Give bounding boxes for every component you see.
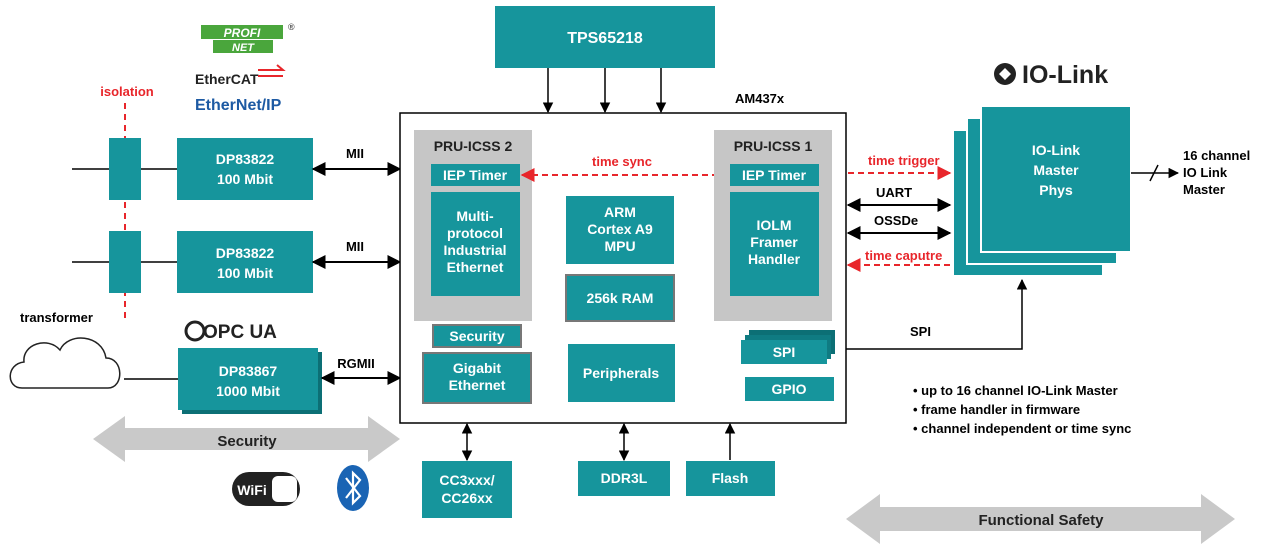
- pru2-multi-line4: Ethernet: [447, 259, 504, 275]
- tps-box: [495, 6, 715, 68]
- wifi-logo: WiFi: [232, 472, 300, 506]
- phy1-line2: 100 Mbit: [217, 171, 273, 187]
- pru1-iep-label: IEP Timer: [742, 167, 807, 183]
- security-label: Security: [449, 328, 504, 344]
- phy3-box: [178, 348, 318, 410]
- cc-line1: CC3xxx/: [439, 472, 494, 488]
- iolink-phys-box-1: [980, 105, 1132, 253]
- pru2-multi-box: [431, 192, 520, 296]
- iolink-phys-line3: Phys: [1039, 182, 1073, 198]
- mii2-label: MII: [346, 239, 364, 254]
- peripherals-label: Peripherals: [583, 365, 659, 381]
- ddr-box: [578, 461, 670, 496]
- time-capture-label: time caputre: [865, 248, 942, 263]
- spi-link-label: SPI: [910, 324, 931, 339]
- functional-safety-label: Functional Safety: [978, 512, 1104, 529]
- magnetics-block-1: [109, 138, 141, 200]
- uart-label: UART: [876, 185, 912, 200]
- pru1-iolm-box: [730, 192, 819, 296]
- phy1-box: [177, 138, 313, 200]
- pru1-iep-box: [730, 164, 819, 186]
- iolink-phys-line1: IO-Link: [1032, 142, 1080, 158]
- pru2-multi-line1: Multi-: [456, 208, 494, 224]
- ram-box: [565, 274, 675, 322]
- profinet-logo: PROFI NET ®: [201, 22, 295, 54]
- ethercat-logo: EtherCAT: [195, 64, 286, 87]
- opcua-icon: [184, 320, 206, 342]
- output-line1: 16 channel: [1183, 148, 1250, 163]
- profinet-line1: PROFI: [224, 26, 261, 40]
- tps-label: TPS65218: [567, 30, 643, 47]
- wifi-text: WiFi: [237, 482, 266, 498]
- pru2-iep-box: [431, 164, 520, 186]
- phy3-line1: DP83867: [219, 363, 278, 379]
- pru1-title: PRU-ICSS 1: [734, 138, 813, 154]
- phy-row-2: DP83822 100 Mbit MII: [72, 231, 402, 293]
- iolink-text: IO-Link: [1022, 61, 1108, 89]
- rgmii-label: RGMII: [337, 356, 375, 371]
- opcua-logo: OPC UA: [184, 320, 277, 343]
- ddr-label: DDR3L: [601, 470, 648, 486]
- spi-label: SPI: [773, 344, 796, 360]
- time-sync-label: time sync: [592, 154, 652, 169]
- gpio-box: [745, 377, 834, 401]
- functional-safety-arrow: [846, 494, 1235, 544]
- bullet-1: • up to 16 channel IO-Link Master: [913, 383, 1118, 398]
- magnetics-block-2: [109, 231, 141, 293]
- bullet-2: • frame handler in firmware: [913, 402, 1080, 417]
- pru2-multi-line2: protocol: [447, 225, 503, 241]
- spi-box: [741, 340, 827, 364]
- pru2-multi-line3: Industrial: [443, 242, 506, 258]
- ethernetip-logo: EtherNet/IP: [195, 97, 282, 114]
- bullet-3: • channel independent or time sync: [913, 421, 1131, 436]
- cloud-icon: [9, 337, 121, 389]
- peripherals-box: [568, 344, 675, 402]
- ossd-label: OSSDe: [874, 213, 918, 228]
- spi-link-arrow: [846, 278, 1028, 350]
- ram-label: 256k RAM: [587, 290, 654, 306]
- bluetooth-icon: [337, 465, 369, 511]
- flash-label: Flash: [712, 470, 749, 486]
- security-box: [432, 324, 522, 348]
- isolation-label: isolation: [100, 84, 154, 99]
- phy1-line1: DP83822: [216, 151, 275, 167]
- phy2-line1: DP83822: [216, 245, 275, 261]
- cc-box: [422, 461, 512, 518]
- pru1-iolm-line1: IOLM: [757, 217, 792, 233]
- pru1-iolm-line2: Framer: [750, 234, 798, 250]
- profinet-line2: NET: [232, 42, 255, 54]
- security-band-arrow: [93, 416, 400, 462]
- gpio-label: GPIO: [771, 381, 806, 397]
- arm-line1: ARM: [604, 204, 636, 220]
- ethercat-text: EtherCAT: [195, 71, 259, 87]
- opcua-text: OPC UA: [203, 322, 277, 343]
- arm-line3: MPU: [604, 238, 635, 254]
- phy2-line2: 100 Mbit: [217, 265, 273, 281]
- arm-box: [566, 196, 674, 264]
- phy3-line2: 1000 Mbit: [216, 383, 280, 399]
- pru1-iolm-line3: Handler: [748, 251, 801, 267]
- iolink-phys-line2: Master: [1033, 162, 1079, 178]
- phy2-box: [177, 231, 313, 293]
- phy-row-1: DP83822 100 Mbit MII: [72, 138, 402, 200]
- registered-mark: ®: [288, 22, 295, 32]
- gigabit-line1: Gigabit: [453, 360, 502, 376]
- arm-line2: Cortex A9: [587, 221, 653, 237]
- mii1-label: MII: [346, 146, 364, 161]
- time-trigger-label: time trigger: [868, 153, 940, 168]
- cc-line2: CC26xx: [441, 490, 493, 506]
- flash-box: [686, 461, 775, 496]
- pru2-iep-label: IEP Timer: [443, 167, 508, 183]
- output-line3: Master: [1183, 182, 1225, 197]
- transformer-label: transformer: [20, 310, 93, 325]
- pru2-title: PRU-ICSS 2: [434, 138, 513, 154]
- gigabit-box: [422, 352, 532, 404]
- soc-title: AM437x: [735, 91, 785, 106]
- ethercat-arrow-icon: [258, 64, 286, 77]
- security-band-label: Security: [217, 433, 277, 450]
- gigabit-line2: Ethernet: [449, 377, 506, 393]
- iolink-logo: IO-Link: [994, 61, 1108, 89]
- output-line2: IO Link: [1183, 165, 1228, 180]
